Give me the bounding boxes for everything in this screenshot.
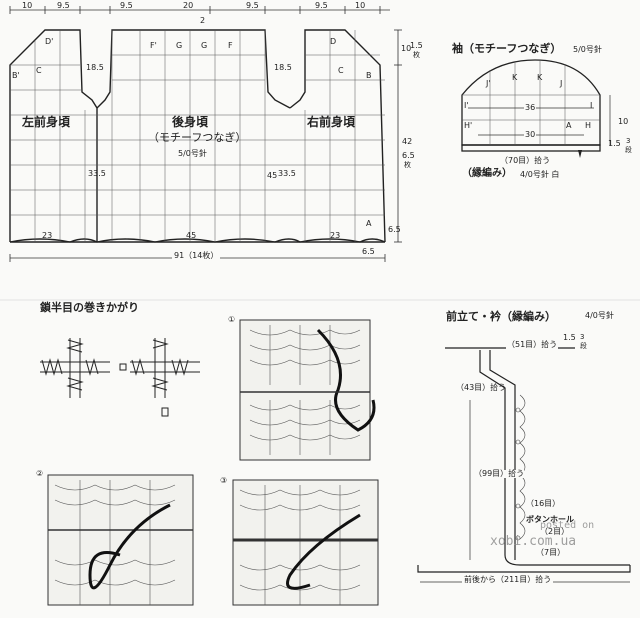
front-band-scallops xyxy=(515,394,526,541)
dim-top-7: 10 xyxy=(355,1,366,10)
sleeve-grid xyxy=(462,60,600,145)
sleeve-letter-j: J xyxy=(560,79,563,88)
buttonhole-sub: （2目） xyxy=(540,527,570,536)
sleeve-edging-hook: 4/0号針 白 xyxy=(520,170,560,179)
dim-top-center-note: 2 xyxy=(200,16,206,25)
watermark-line-2: xobi.com.ua xyxy=(490,534,577,549)
right-front-title: 右前身頃 xyxy=(307,115,356,129)
join-step-2: ② xyxy=(36,469,44,478)
motif-letter-right-2: C xyxy=(338,66,344,75)
sleeve-letter-h: H xyxy=(585,121,592,130)
dim-top-4: 20 xyxy=(183,1,194,10)
top-dimension-line xyxy=(9,6,390,14)
back-subtitle: （モチーフつなぎ） xyxy=(148,131,247,144)
sleeve-dim-3: 3 xyxy=(626,137,631,145)
right-dim-4: 42 xyxy=(402,137,413,146)
bottom-dim-center: 45 xyxy=(186,231,197,240)
back-title: 後身頃 xyxy=(172,115,209,129)
sleeve-outline xyxy=(461,59,601,152)
front-band-hook: 4/0号針 xyxy=(585,311,614,320)
join-step-3-illustration xyxy=(232,479,379,606)
sleeve-letter-j-prime: J' xyxy=(486,79,491,88)
back-hook-size: 5/0号針 xyxy=(178,149,207,158)
right-dim-1: 1.5 xyxy=(410,41,423,50)
motif-letter-left-2: C xyxy=(36,66,42,75)
dim-top-1: 10 xyxy=(22,1,33,10)
dim-top-2: 9.5 xyxy=(57,1,70,10)
right-dim-2: 枚 xyxy=(413,51,420,59)
motif-letter-back-1: F' xyxy=(150,41,157,50)
bottom-dim-left: 23 xyxy=(42,231,53,240)
top-rows-3: 3 xyxy=(580,333,585,341)
front-band-title: 前立て・衿（縁編み） xyxy=(446,310,556,323)
motif-letter-right-1: D xyxy=(330,37,337,46)
join-step-2-illustration xyxy=(47,474,194,606)
left-pickup: （43目）拾う xyxy=(456,383,507,392)
dim-top-6: 9.5 xyxy=(315,1,328,10)
sleeve-letter-i-prime: I' xyxy=(464,101,469,110)
armhole-dim-right: 18.5 xyxy=(274,63,292,72)
sleeve-letter-k1: K xyxy=(512,73,518,82)
bottom-dim-right: 23 xyxy=(330,231,341,240)
sleeve-arrow-icon xyxy=(578,150,582,158)
right-dim-5: 6.5 xyxy=(402,151,415,160)
top-rows-1-5: 1.5 xyxy=(563,333,576,342)
join-small-diagram xyxy=(40,338,200,417)
watermark-line-1: posted on xyxy=(540,520,595,531)
height-dim-left: 33.5 xyxy=(88,169,106,178)
join-title: 鎖半目の巻きかがり xyxy=(40,301,139,314)
right-dimension-line xyxy=(394,29,402,243)
body-outline xyxy=(9,29,386,243)
sleeve-dim-1-5: 1.5 xyxy=(608,139,621,148)
sleeve-dim-36: 36 xyxy=(524,103,537,112)
buttonhole-label: ボタンホール xyxy=(526,515,574,524)
motif-letter-right-3: B xyxy=(366,71,372,80)
right-dim-7: 6.5 xyxy=(388,225,401,234)
sleeve-hook-size: 5/0号針 xyxy=(573,45,602,54)
motif-letter-back-2: G xyxy=(176,41,183,50)
sleeve-dim-rows: 段 xyxy=(625,146,632,154)
height-dim-back: 45 xyxy=(267,171,278,180)
sleeve-letter-a: A xyxy=(566,121,572,130)
bottom-count: （7目） xyxy=(536,548,566,557)
buttonhole-count: （16目） xyxy=(526,499,561,508)
sleeve-title: 袖（モチーフつなぎ） xyxy=(452,42,562,55)
sleeve-dim-30: 30 xyxy=(524,130,537,139)
bottom-pickup: 前後から（211目）拾う xyxy=(462,575,554,584)
dim-top-3: 9.5 xyxy=(120,1,133,10)
motif-letter-back-3: G xyxy=(201,41,208,50)
sleeve-letter-i: I xyxy=(590,101,593,110)
right-dim-6: 枚 xyxy=(404,161,411,169)
right-dim-3: 10 xyxy=(401,44,412,53)
armhole-dim-left: 18.5 xyxy=(86,63,104,72)
front-pickup: （99目）拾う xyxy=(474,469,525,478)
left-front-title: 左前身頃 xyxy=(22,115,71,129)
join-step-1: ① xyxy=(228,315,236,324)
motif-letter-back-4: F xyxy=(228,41,233,50)
sleeve-dim-10: 10 xyxy=(618,117,629,126)
motif-letter-bottom: A xyxy=(366,219,372,228)
front-band-dim-lines xyxy=(420,400,630,583)
neck-pickup: （51目）拾う xyxy=(506,340,559,349)
motif-letter-left-3: B' xyxy=(12,71,20,80)
sleeve-pickup: （70目）拾う xyxy=(500,156,551,165)
height-dim-right: 33.5 xyxy=(278,169,296,178)
total-width: 91（14枚） xyxy=(172,251,221,260)
join-step-1-illustration xyxy=(239,319,376,461)
motif-letter-left-1: D' xyxy=(45,37,54,46)
sleeve-edging: （縁編み） xyxy=(462,168,512,179)
sleeve-letter-k2: K xyxy=(537,73,543,82)
top-rows-label: 段 xyxy=(580,342,587,350)
sleeve-letter-h-prime: H' xyxy=(464,121,473,130)
motif-grid xyxy=(10,30,385,242)
join-step-3: ③ xyxy=(220,476,228,485)
right-dim-8: 6.5 xyxy=(362,247,375,256)
dim-top-5: 9.5 xyxy=(246,1,259,10)
